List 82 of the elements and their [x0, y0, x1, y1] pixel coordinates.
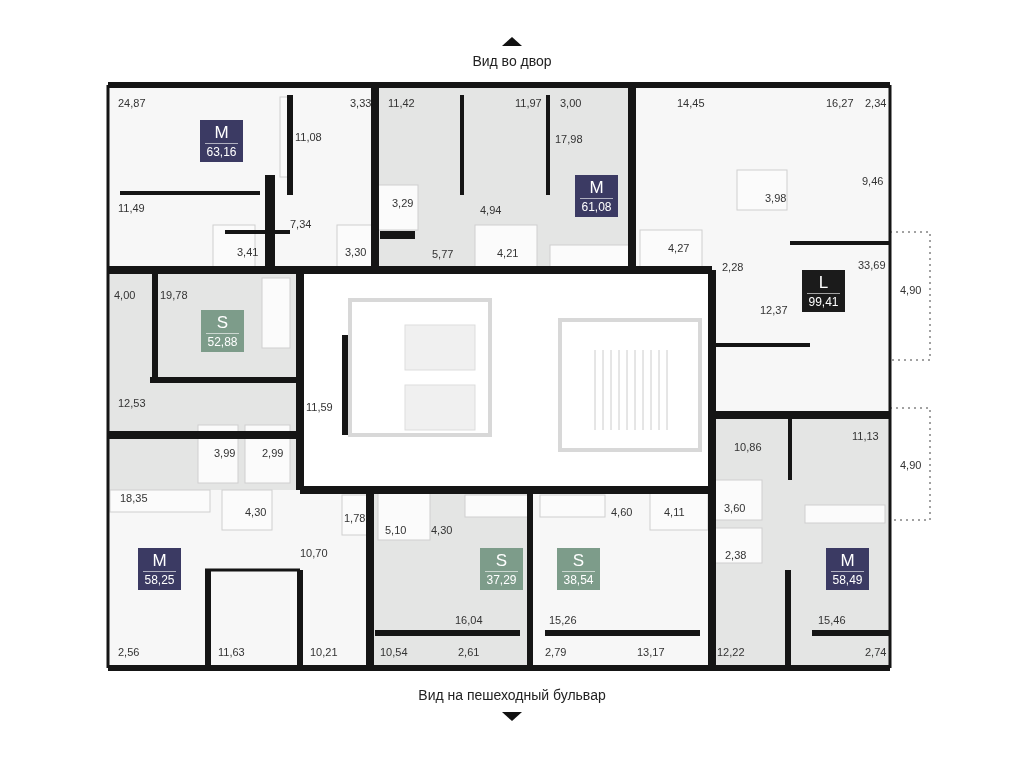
apartment-area: 99,41: [807, 293, 840, 310]
room-area-label: 4,30: [245, 506, 267, 518]
room-area-label: 4,27: [668, 242, 690, 254]
room-area-label: 2,34: [865, 97, 887, 109]
apartment-type: S: [215, 313, 230, 332]
apartment-badge: [826, 548, 869, 590]
room-area-label: 12,53: [118, 397, 146, 409]
apartment-type: S: [571, 551, 586, 570]
room-area-label: 3,30: [345, 246, 367, 258]
room-area-label: 3,99: [214, 447, 236, 459]
room-area-label: 11,08: [295, 131, 322, 143]
room-area-label: 11,63: [218, 646, 245, 658]
room-area-label: 15,46: [818, 614, 846, 626]
view-direction-label: Вид на пешеходный бульвар: [418, 687, 606, 703]
room-area-label: 2,99: [262, 447, 284, 459]
apartment-area: 61,08: [580, 198, 613, 215]
room-area-label: 3,98: [765, 192, 787, 204]
apartment-area: 58,49: [831, 571, 864, 588]
room-area-label: 3,60: [724, 502, 746, 514]
room-area-label: 4,11: [664, 506, 685, 518]
room-area-label: 1,78: [344, 512, 366, 524]
room-area-label: 15,26: [549, 614, 577, 626]
room-area-label: 9,46: [862, 175, 884, 187]
apartment-type: M: [151, 551, 168, 570]
apartment-type: M: [588, 178, 605, 197]
room-area-label: 2,61: [458, 646, 480, 658]
room-area-label: 14,45: [677, 97, 705, 109]
room-area-label: 5,77: [432, 248, 454, 260]
room-area-label: 4,90: [900, 459, 922, 471]
room-area-label: 11,42: [388, 97, 415, 109]
room-area-label: 3,29: [392, 197, 414, 209]
room-area-label: 5,10: [385, 524, 407, 536]
room-area-label: 4,94: [480, 204, 502, 216]
room-area-label: 7,34: [290, 218, 312, 230]
room-area-label: 3,41: [237, 246, 259, 258]
room-area-label: 19,78: [160, 289, 188, 301]
room-area-label: 4,21: [497, 247, 519, 259]
room-area-label: 4,60: [611, 506, 633, 518]
room-area-label: 18,35: [120, 492, 148, 504]
apartment-area: 58,25: [143, 571, 176, 588]
room-area-label: 10,86: [734, 441, 762, 453]
room-area-label: 11,59: [306, 401, 333, 413]
room-area-label: 12,37: [760, 304, 788, 316]
apartment-badge: [138, 548, 181, 590]
apartment-type: S: [494, 551, 509, 570]
apartment-badge: [575, 175, 618, 217]
room-area-label: 33,69: [858, 259, 886, 271]
apartment-badge: [557, 548, 600, 590]
room-area-label: 4,30: [431, 524, 453, 536]
view-direction-label: Вид во двор: [472, 53, 552, 69]
room-area-label: 16,04: [455, 614, 483, 626]
room-area-label: 2,38: [725, 549, 747, 561]
apartment-badge: [480, 548, 523, 590]
room-area-label: 24,87: [118, 97, 146, 109]
apartment-area: 52,88: [206, 333, 239, 350]
room-area-label: 4,00: [114, 289, 136, 301]
room-area-label: 2,79: [545, 646, 567, 658]
room-area-label: 2,28: [722, 261, 744, 273]
room-area-label: 4,90: [900, 284, 922, 296]
room-area-label: 3,33: [350, 97, 372, 109]
room-area-label: 13,17: [637, 646, 665, 658]
apartment-badge: [201, 310, 244, 352]
apartment-badge: [200, 120, 243, 162]
room-area-label: 10,54: [380, 646, 408, 658]
room-area-label: 16,27: [826, 97, 854, 109]
room-area-label: 10,21: [310, 646, 338, 658]
room-area-label: 2,56: [118, 646, 140, 658]
room-area-label: 11,13: [852, 430, 879, 442]
apartment-area: 37,29: [485, 571, 518, 588]
apartment-type: L: [817, 273, 830, 292]
room-area-label: 3,00: [560, 97, 582, 109]
room-area-label: 10,70: [300, 547, 328, 559]
room-area-label: 12,22: [717, 646, 745, 658]
apartment-type: M: [839, 551, 856, 570]
apartment-type: M: [213, 123, 230, 142]
apartment-area: 38,54: [562, 571, 595, 588]
room-area-label: 2,74: [865, 646, 887, 658]
room-area-label: 11,97: [515, 97, 542, 109]
apartment-badge: [802, 270, 845, 312]
apartment-area: 63,16: [205, 143, 238, 160]
room-area-label: 11,49: [118, 202, 145, 214]
room-area-label: 17,98: [555, 133, 583, 145]
